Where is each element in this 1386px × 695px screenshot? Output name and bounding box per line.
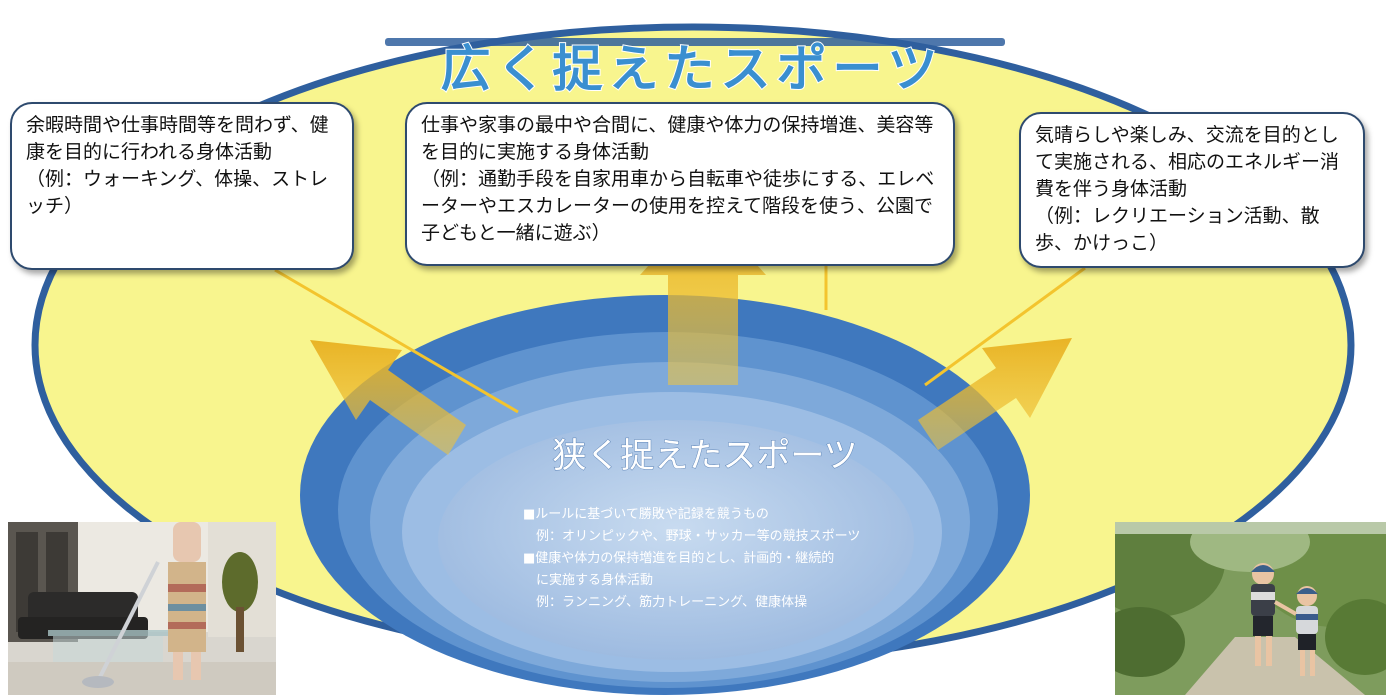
connector-left bbox=[274, 268, 519, 414]
outer-title: 広く捉えたスポーツ bbox=[441, 40, 944, 98]
callout-right: 気晴らしや楽しみ、交流を目的として実施される、相応のエネルギー消費を伴う身体活動… bbox=[1019, 112, 1365, 268]
arrow-right bbox=[918, 338, 1072, 450]
outer-title-bar bbox=[385, 38, 1005, 46]
callout-center: 仕事や家事の最中や合間に、健康や体力の保持増進、美容等を目的に実施する身体活動 … bbox=[405, 102, 955, 266]
inner-line-2: 例：オリンピックや、野球・サッカー等の競技スポーツ bbox=[523, 528, 860, 544]
inner-line-5: 例：ランニング、筋力トレーニング、健康体操 bbox=[523, 594, 807, 610]
inner-line-4: に実施する身体活動 bbox=[523, 572, 653, 588]
photo-housework bbox=[8, 522, 276, 695]
callout-left: 余暇時間や仕事時間等を問わず、健康を目的に行われる身体活動 （例：ウォーキング、… bbox=[10, 102, 354, 270]
arrow-left bbox=[310, 340, 466, 455]
photo-park-walk bbox=[1115, 522, 1386, 695]
inner-line-3: ■健康や体力の保持増進を目的とし、計画的・継続的 bbox=[523, 550, 834, 566]
inner-line-1: ■ルールに基づいて勝敗や記録を競うもの bbox=[523, 506, 769, 522]
connector-right bbox=[924, 266, 1086, 387]
inner-title: 狭く捉えたスポーツ bbox=[552, 436, 857, 476]
inner-core bbox=[438, 420, 914, 660]
